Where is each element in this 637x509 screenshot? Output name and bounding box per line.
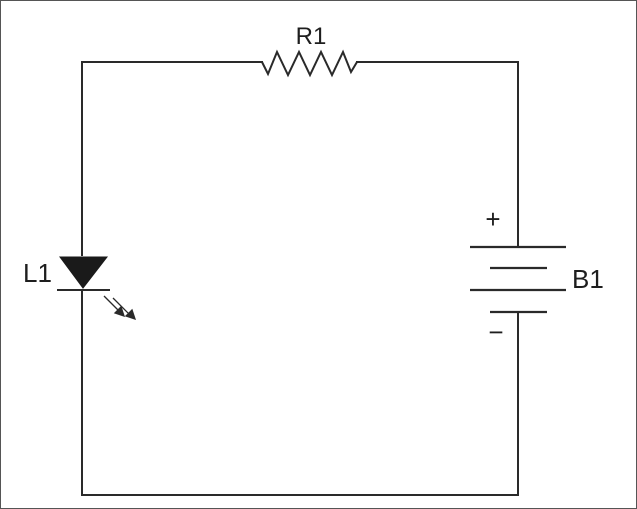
battery-b1: + − B1	[470, 204, 604, 347]
wire-top-left	[81, 61, 263, 256]
resistor-label: R1	[296, 23, 327, 50]
wire-bottom	[81, 289, 519, 496]
battery-label: B1	[572, 264, 604, 294]
wire-top-right	[356, 61, 519, 247]
led-l1: L1	[23, 256, 137, 321]
battery-negative-sign: −	[488, 317, 503, 347]
resistor-zigzag	[261, 49, 358, 78]
light-arrows-icon	[103, 295, 137, 321]
led-label: L1	[23, 258, 52, 288]
resistor-r1: R1	[261, 23, 358, 78]
circuit-wires	[81, 61, 519, 496]
battery-positive-sign: +	[485, 204, 500, 234]
led-triangle	[59, 256, 109, 289]
